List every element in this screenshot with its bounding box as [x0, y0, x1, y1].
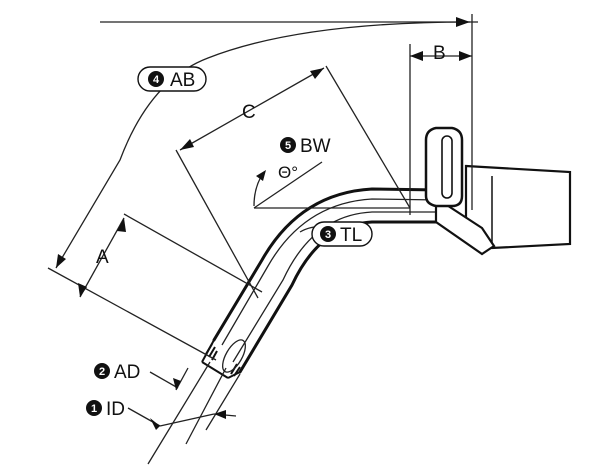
svg-text:ID: ID — [106, 399, 125, 420]
tube-fitting — [424, 126, 572, 256]
tube-cut-end — [201, 339, 247, 379]
svg-text:C: C — [242, 102, 256, 123]
marker-2 — [94, 363, 110, 379]
dimension-a — [47, 213, 263, 361]
dimension-ab — [55, 17, 478, 269]
label-c: C — [242, 102, 256, 123]
dimension-b — [409, 14, 473, 215]
svg-text:4: 4 — [153, 74, 160, 86]
svg-text:AD: AD — [114, 362, 140, 383]
svg-text:TL: TL — [340, 225, 362, 246]
marker-5 — [280, 137, 296, 153]
svg-text:2: 2 — [99, 366, 105, 378]
bent-tube — [201, 187, 442, 379]
marker-1 — [86, 400, 102, 416]
tube-outer-wall — [212, 187, 442, 342]
svg-text:B: B — [433, 43, 446, 64]
svg-text:5: 5 — [285, 140, 291, 152]
marker-4 — [148, 71, 164, 87]
label-id: 1 ID — [86, 399, 125, 420]
label-ab: 4 AB — [137, 66, 207, 92]
svg-text:Θ°: Θ° — [278, 163, 298, 182]
label-a: A — [96, 247, 109, 268]
bend-angle — [253, 161, 410, 209]
dimension-c — [175, 65, 411, 299]
marker-3 — [320, 226, 336, 242]
label-b: B — [433, 43, 446, 64]
fitting-flange — [424, 126, 464, 208]
svg-text:A: A — [96, 247, 109, 268]
label-theta: Θ° — [278, 163, 298, 182]
svg-text:1: 1 — [91, 403, 97, 415]
dimension-id — [127, 367, 237, 445]
tube-bore-line — [221, 198, 441, 346]
svg-text:3: 3 — [325, 229, 331, 241]
label-ad: 2 AD — [94, 362, 140, 383]
label-tl: 3 TL — [311, 221, 373, 247]
svg-text:AB: AB — [170, 70, 195, 91]
label-bw: 5 BW — [280, 136, 331, 157]
svg-text:BW: BW — [300, 136, 331, 157]
dimension-ad — [147, 361, 241, 465]
fitting-collar — [434, 195, 496, 256]
